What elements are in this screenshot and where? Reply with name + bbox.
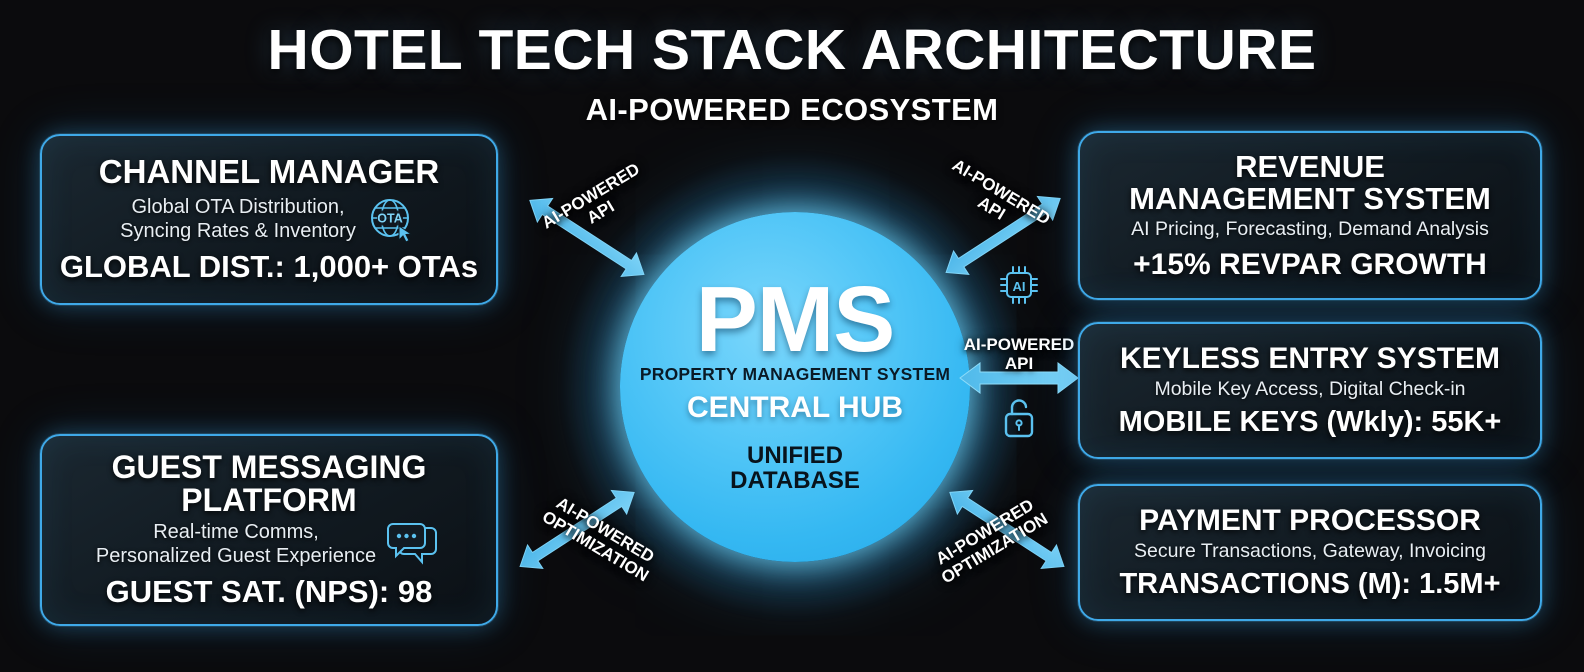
globe-ota-label: OTA [377, 212, 402, 226]
card-metric: +15% REVPAR GROWTH [1133, 247, 1487, 281]
card-description: Global OTA Distribution, Syncing Rates &… [120, 195, 356, 243]
hub-database-line2: DATABASE [730, 467, 860, 495]
card-title-line2: MANAGEMENT SYSTEM [1129, 181, 1491, 217]
card-metric: MOBILE KEYS (Wkly): 55K+ [1118, 406, 1502, 439]
card-title: KEYLESS ENTRY SYSTEM [1119, 342, 1501, 376]
connector-label-line2: API [1004, 353, 1034, 373]
card-description-row: Global OTA Distribution, Syncing Rates &… [56, 193, 482, 245]
page-title: HOTEL TECH STACK ARCHITECTURE [267, 18, 1317, 82]
chat-bubbles-icon [386, 521, 442, 567]
card-metric: GLOBAL DIST.: 1,000+ OTAs [59, 249, 479, 285]
card-guest-messaging[interactable]: GUEST MESSAGING PLATFORM Real-time Comms… [40, 434, 498, 626]
central-hub-pms[interactable]: PMS PROPERTY MANAGEMENT SYSTEM CENTRAL H… [620, 212, 970, 562]
connector-label-channel-manager: AI-POWERED API [530, 155, 662, 255]
card-description-line2: Personalized Guest Experience [95, 545, 377, 568]
card-title: PAYMENT PROCESSOR [1139, 504, 1481, 538]
card-description-row: Real-time Comms, Personalized Guest Expe… [56, 520, 482, 568]
card-title: GUEST MESSAGING PLATFORM [111, 448, 427, 519]
card-title-line1: GUEST MESSAGING [111, 448, 427, 485]
card-title: REVENUE MANAGEMENT SYSTEM [1129, 148, 1491, 217]
padlock-open-icon [998, 394, 1040, 442]
card-payment-processor[interactable]: PAYMENT PROCESSOR Secure Transactions, G… [1078, 484, 1542, 621]
card-metric: TRANSACTIONS (M): 1.5M+ [1119, 568, 1501, 601]
card-description: Real-time Comms, Personalized Guest Expe… [96, 520, 376, 568]
card-description: Secure Transactions, Gateway, Invoicing [1134, 539, 1486, 562]
card-keyless-entry[interactable]: KEYLESS ENTRY SYSTEM Mobile Key Access, … [1078, 322, 1542, 459]
hub-full-name: PROPERTY MANAGEMENT SYSTEM [639, 363, 951, 384]
card-description: Mobile Key Access, Digital Check-in [1154, 377, 1466, 400]
card-revenue-management[interactable]: REVENUE MANAGEMENT SYSTEM AI Pricing, Fo… [1078, 131, 1542, 300]
hub-database-label: UNIFIED DATABASE [730, 441, 860, 495]
connector-label-keyless-entry: AI-POWERED API [955, 335, 1083, 373]
card-channel-manager[interactable]: CHANNEL MANAGER Global OTA Distribution,… [40, 134, 498, 305]
connector-label-revenue-management: AI-POWERED API [930, 151, 1062, 251]
hub-role: CENTRAL HUB [686, 390, 904, 424]
card-description-line1: Real-time Comms, [153, 521, 319, 544]
card-description-line2: Syncing Rates & Inventory [120, 220, 356, 243]
card-title: CHANNEL MANAGER [98, 153, 440, 191]
ai-chip-icon: AI [996, 262, 1042, 308]
globe-ota-icon: OTA [366, 193, 418, 245]
card-description: AI Pricing, Forecasting, Demand Analysis [1131, 218, 1489, 241]
ai-chip-label: AI [1013, 279, 1026, 294]
card-title-line1: REVENUE [1235, 148, 1385, 184]
hub-database-line1: UNIFIED [747, 441, 843, 469]
card-title-line2: PLATFORM [181, 482, 357, 519]
connector-label-line1: AI-POWERED [963, 335, 1075, 354]
card-description-line1: Global OTA Distribution, [131, 196, 345, 219]
hub-acronym: PMS [695, 266, 896, 371]
page-subtitle: AI-POWERED ECOSYSTEM [585, 92, 999, 127]
card-metric: GUEST SAT. (NPS): 98 [105, 574, 433, 610]
